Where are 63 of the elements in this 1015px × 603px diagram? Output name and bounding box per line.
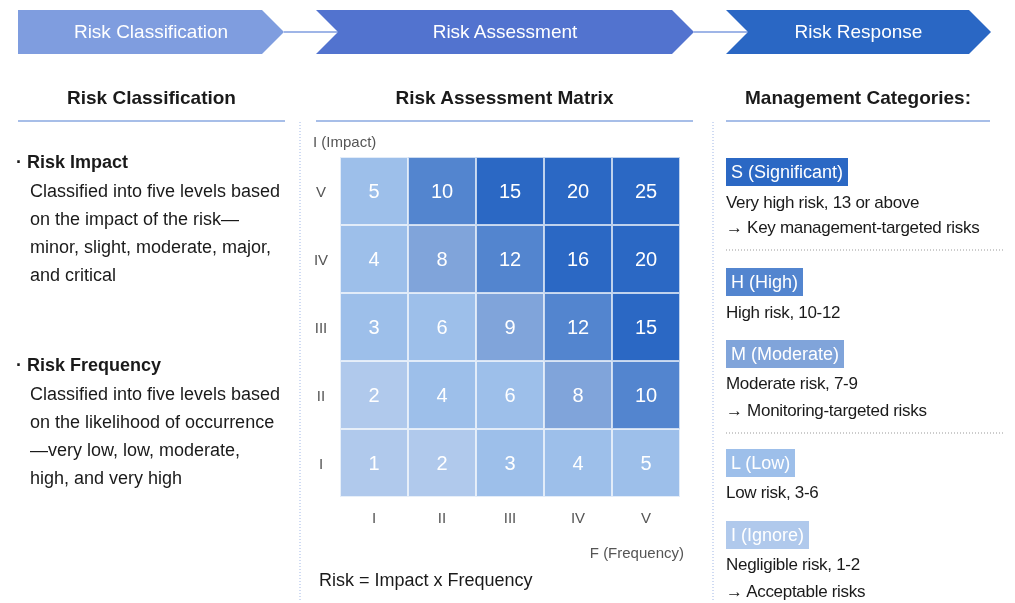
- section-heading: Risk Classification: [66, 86, 237, 110]
- axis-tick-label: I: [317, 454, 325, 474]
- item-heading: · Risk Frequency: [16, 354, 162, 377]
- category-badge: M (Moderate): [726, 340, 845, 368]
- item-heading: · Risk Impact: [16, 151, 129, 174]
- category-description: Moderate risk, 7-9: [726, 373, 858, 395]
- matrix-cell: 2: [340, 361, 408, 429]
- axis-tick-label: II: [436, 508, 448, 528]
- matrix-cell: 8: [408, 225, 476, 293]
- category-description: Low risk, 3-6: [726, 482, 819, 504]
- axis-tick-label: V: [640, 508, 652, 528]
- matrix-cell: 9: [476, 293, 544, 361]
- matrix-cell: 25: [612, 157, 680, 225]
- matrix-cell: 12: [544, 293, 612, 361]
- category-badge: I (Ignore): [726, 521, 810, 549]
- matrix-cell: 10: [408, 157, 476, 225]
- connector-line: [693, 31, 749, 33]
- matrix-cell: 15: [476, 157, 544, 225]
- connector-line: [283, 31, 339, 33]
- stage-title: Risk Assessment: [432, 19, 578, 44]
- matrix-cell: 6: [408, 293, 476, 361]
- axis-tick-label: IV: [569, 508, 587, 528]
- matrix-cell: 4: [340, 225, 408, 293]
- category-badge: H (High): [726, 268, 803, 296]
- category-description: High risk, 10-12: [726, 302, 841, 324]
- matrix-cell: 4: [544, 429, 612, 497]
- axis-title: I (Impact): [313, 132, 377, 152]
- category-description: Very high risk, 13 or above: [726, 192, 920, 214]
- axis-tick-label: II: [315, 386, 327, 406]
- matrix-cell: 12: [476, 225, 544, 293]
- category-description: → Key management-targeted risks: [726, 217, 980, 239]
- category-description: → Acceptable risks: [726, 581, 866, 603]
- section-heading: Risk Assessment Matrix: [394, 86, 615, 110]
- category-description: Negligible risk, 1-2: [726, 554, 860, 576]
- stage-title: Risk Response: [794, 19, 923, 44]
- axis-tick-label: I: [370, 508, 378, 528]
- axis-tick-label: III: [313, 318, 329, 338]
- matrix-cell: 4: [408, 361, 476, 429]
- category-badge: S (Significant): [726, 158, 849, 186]
- matrix-cell: 3: [476, 429, 544, 497]
- matrix-cell: 20: [612, 225, 680, 293]
- matrix-cell: 2: [408, 429, 476, 497]
- axis-tick-label: V: [315, 182, 327, 202]
- matrix-cell: 6: [476, 361, 544, 429]
- category-badge: L (Low): [726, 449, 796, 477]
- matrix-cell: 1: [340, 429, 408, 497]
- stage-title: Risk Classification: [73, 19, 229, 44]
- axis-tick-label: III: [502, 508, 518, 528]
- matrix-cell: 16: [544, 225, 612, 293]
- matrix-cell: 3: [340, 293, 408, 361]
- category-description: → Monitoring-targeted risks: [726, 400, 927, 422]
- matrix-cell: 5: [340, 157, 408, 225]
- matrix-cell: 8: [544, 361, 612, 429]
- matrix-cell: 5: [612, 429, 680, 497]
- matrix-cell: 20: [544, 157, 612, 225]
- section-heading: Management Categories:: [744, 86, 972, 110]
- axis-tick-label: IV: [312, 250, 330, 270]
- item-description: Classified into five levels based on the likelihood of occurrence—very low, low, moderate, high, and very high: [30, 383, 282, 490]
- item-description: Classified into five levels based on the impact of the risk—minor, slight, moderate, major, and critical: [30, 180, 282, 287]
- matrix-cell: 15: [612, 293, 680, 361]
- axis-title: F (Frequency): [589, 543, 684, 563]
- matrix-cell: 10: [612, 361, 680, 429]
- formula-text: Risk = Impact x Frequency: [319, 569, 533, 592]
